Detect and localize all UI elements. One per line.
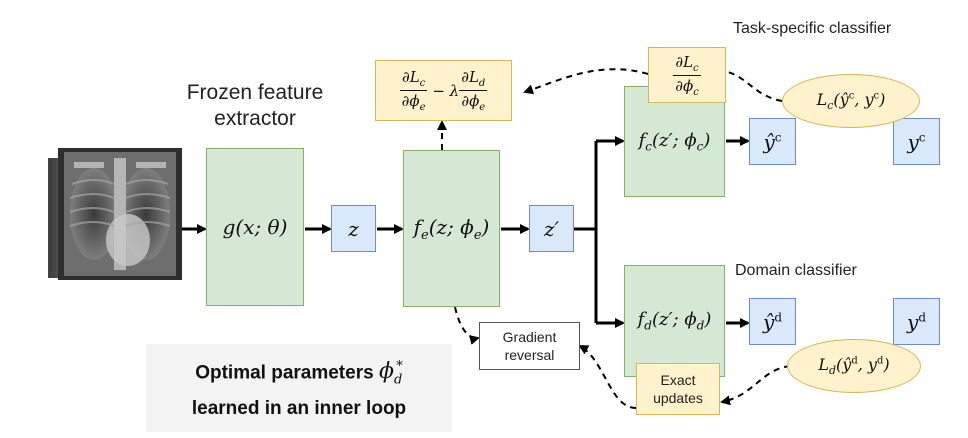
classifier-gradient-box: ∂Lc ∂ϕc [648,47,726,103]
feature-extractor-box: g(x; θ) [206,148,304,306]
frac-ld-phie: ∂Ld ∂ϕe [459,68,488,113]
optimal-parameters-panel: Optimal parameters ϕd* learned in an inn… [146,344,452,432]
optimal-line-2: learned in an inner loop [191,397,407,419]
exact-updates-box: Exact updates [636,363,720,415]
xray-image-front [58,148,182,280]
z-box: z [331,205,376,252]
fe-function-label: fe(z; ϕe) [413,214,490,243]
domain-loss-ellipse: Ld(ŷd, yd) [787,339,921,393]
fd-box: fd(z′; ϕd) [624,265,725,377]
fc-function-label: fc(z′; ϕc) [638,129,711,154]
fe-box: fe(z; ϕe) [403,150,500,307]
dashed-exact-to-reversal [578,345,637,409]
gradient-reversal-box: Gradient reversal [479,322,580,370]
fd-function-label: fd(z′; ϕd) [637,309,712,333]
y-c-box: yc [893,118,940,165]
frozen-feature-label: Frozen feature extractor [186,81,324,130]
frac-lc-phic: ∂Lc ∂ϕc [673,52,701,98]
y-d-box: yd [893,298,940,345]
fc-box: fc(z′; ϕc) [624,86,725,197]
dashed-fe-to-reversal [454,306,480,345]
yhat-d-box: ŷd [749,298,796,345]
g-function-label: g(x; θ) [222,215,288,239]
dashed-grad-to-update [523,68,649,95]
zprime-box: z′ [529,205,574,252]
task-classifier-label: Task-specific classifier [733,20,892,37]
dashed-lc-to-grad [727,71,783,102]
optimal-line-1: Optimal parameters ϕd* [195,359,403,388]
domain-classifier-label: Domain classifier [735,262,857,279]
yhat-c-box: ŷc [749,118,796,165]
dashed-ld-to-exact [720,365,791,406]
feature-update-formula-box: ∂Lc ∂ϕe − λ ∂Ld ∂ϕe [375,60,512,121]
frac-lc-phie: ∂Lc ∂ϕe [399,68,428,113]
task-loss-ellipse: Lc(ŷc, yc) [782,74,920,128]
